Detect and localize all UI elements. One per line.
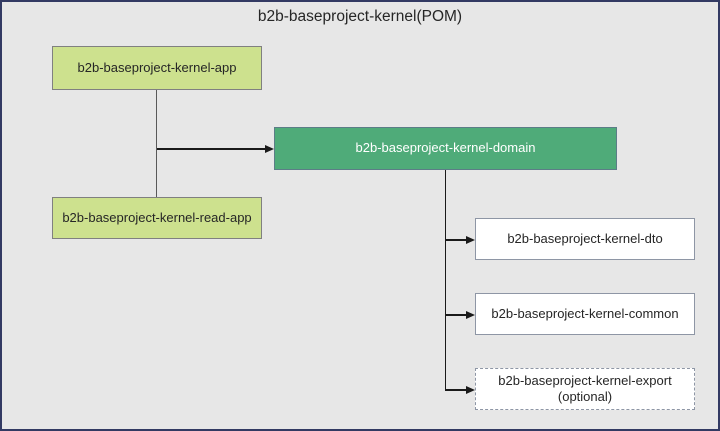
node-kernel-domain: b2b-baseproject-kernel-domain — [274, 127, 617, 170]
node-kernel-common-label: b2b-baseproject-kernel-common — [491, 305, 679, 321]
arrowhead-to-export-icon — [466, 385, 475, 394]
node-kernel-domain-label: b2b-baseproject-kernel-domain — [355, 140, 536, 156]
connector-domain-children-line — [445, 170, 446, 390]
node-kernel-common: b2b-baseproject-kernel-common — [475, 293, 695, 335]
node-kernel-export-label-line2: (optional) — [557, 389, 613, 404]
node-kernel-read-app-label: b2b-baseproject-kernel-read-app — [62, 209, 252, 225]
connector-to-domain-line — [157, 148, 266, 150]
node-kernel-export-label: b2b-baseproject-kernel-export (optional) — [498, 373, 671, 406]
arrowhead-to-dto-icon — [466, 235, 475, 244]
connector-to-common-line — [445, 314, 468, 316]
connector-to-dto-line — [445, 239, 468, 241]
node-kernel-dto-label: b2b-baseproject-kernel-dto — [507, 230, 663, 246]
node-kernel-dto: b2b-baseproject-kernel-dto — [475, 218, 695, 260]
node-kernel-app: b2b-baseproject-kernel-app — [52, 46, 262, 90]
arrowhead-to-domain-icon — [265, 144, 274, 153]
connector-to-export-line — [445, 389, 468, 391]
connector-app-readapp-line — [156, 90, 157, 197]
node-kernel-read-app: b2b-baseproject-kernel-read-app — [52, 197, 262, 239]
node-kernel-app-label: b2b-baseproject-kernel-app — [77, 59, 237, 75]
arrowhead-to-common-icon — [466, 310, 475, 319]
diagram-title: b2b-baseproject-kernel(POM) — [257, 8, 463, 25]
node-kernel-export: b2b-baseproject-kernel-export (optional) — [475, 368, 695, 410]
node-kernel-export-label-line1: b2b-baseproject-kernel-export — [498, 372, 672, 388]
